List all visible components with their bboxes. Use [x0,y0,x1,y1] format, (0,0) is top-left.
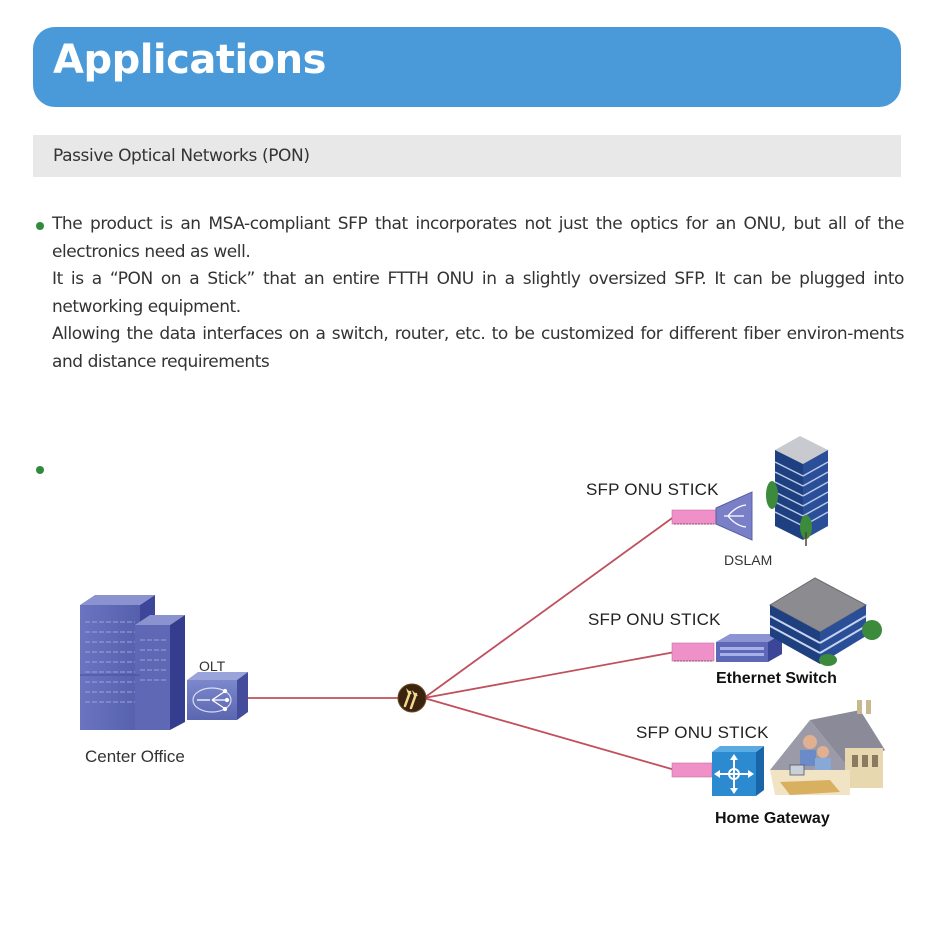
office-building-icon [80,595,185,730]
sfp-onu-stick [671,642,715,662]
paragraph-line: It is a “PON on a Stick” that an entire … [52,269,904,317]
house-icon [770,700,885,795]
center-office-label: Center Office [85,747,185,766]
paragraph-line: Allowing the data interfaces on a switch… [52,324,904,372]
fiber-branch-gateway [423,697,676,771]
fiber-lines [248,515,676,771]
header-banner: Applications [33,27,901,107]
ethernet-switch-icon [716,634,782,662]
optical-splitter-icon [397,683,427,713]
bullet-icon [36,222,44,230]
paragraph-line: The product is an MSA-compliant SFP that… [52,214,904,262]
fiber-branch-dslam [423,515,676,699]
sfp-stick-label: SFP ONU STICK [588,610,721,629]
dslam-label: DSLAM [724,552,773,568]
sfp-onu-stick [671,762,713,778]
olt-label: OLT [199,658,226,674]
bullet-icon [36,466,44,474]
bullet-paragraph: The product is an MSA-compliant SFP that… [52,211,904,377]
diagram-graphics [80,436,885,796]
section-title: Passive Optical Networks (PON) [53,146,310,166]
olt-device-icon [187,672,248,720]
pon-diagram: SFP ONU STICK DSLAM SFP ONU STICK Ethern… [0,400,945,880]
page-title: Applications [53,37,326,83]
sfp-stick-label: SFP ONU STICK [586,480,719,499]
sfp-onu-stick [671,509,717,525]
ethernet-switch-label: Ethernet Switch [716,670,837,687]
section-header: Passive Optical Networks (PON) [33,135,901,177]
office-building-icon [768,577,882,666]
office-tower-icon [766,436,829,546]
dslam-icon [715,491,753,541]
home-gateway-icon [712,746,764,796]
fiber-branch-switch [423,651,676,699]
sfp-stick-label: SFP ONU STICK [636,723,769,742]
home-gateway-label: Home Gateway [715,810,830,827]
